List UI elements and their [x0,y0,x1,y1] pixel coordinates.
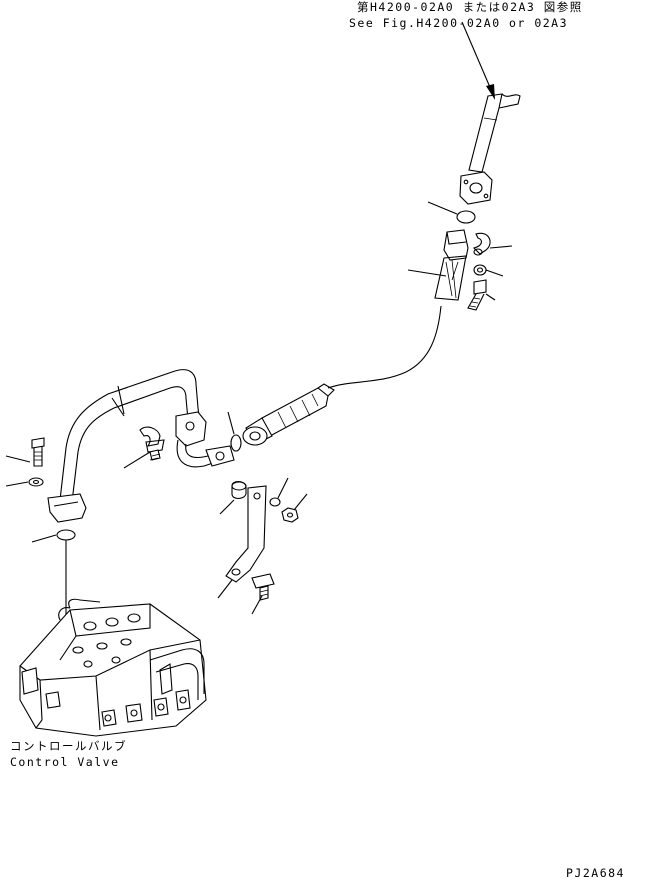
cap [219,480,247,515]
o-ring-middle [227,411,242,452]
washer-middle [269,477,289,507]
clamp-upper [472,232,513,256]
hose-lower [242,383,335,446]
washer-left [5,477,44,487]
clamp-tube [123,426,165,469]
bracket [217,485,267,599]
upper-hose [459,93,521,205]
drawing-code: PJ2A684 [566,866,625,880]
reference-arrow [461,21,495,100]
control-valve-label-ja: コントロールバルブ [10,739,127,753]
o-ring-lower [31,529,76,620]
reference-note-en: See Fig.H4200-02A0 or 02A3 [349,16,569,30]
control-valve-label-en: Control Valve [10,755,120,769]
o-ring-upper [427,201,476,224]
washer-upper [473,264,504,277]
hose-long-line [327,305,442,389]
reference-note-ja: 第H4200-02A0 または02A3 図参照 [357,0,583,14]
flange-bolt [251,573,275,615]
hose-fitting-upper [407,229,469,301]
bolt-upper [467,279,496,311]
bolt-left [5,437,45,467]
control-valve [19,598,207,737]
nut [281,493,308,523]
main-tube [47,369,235,523]
